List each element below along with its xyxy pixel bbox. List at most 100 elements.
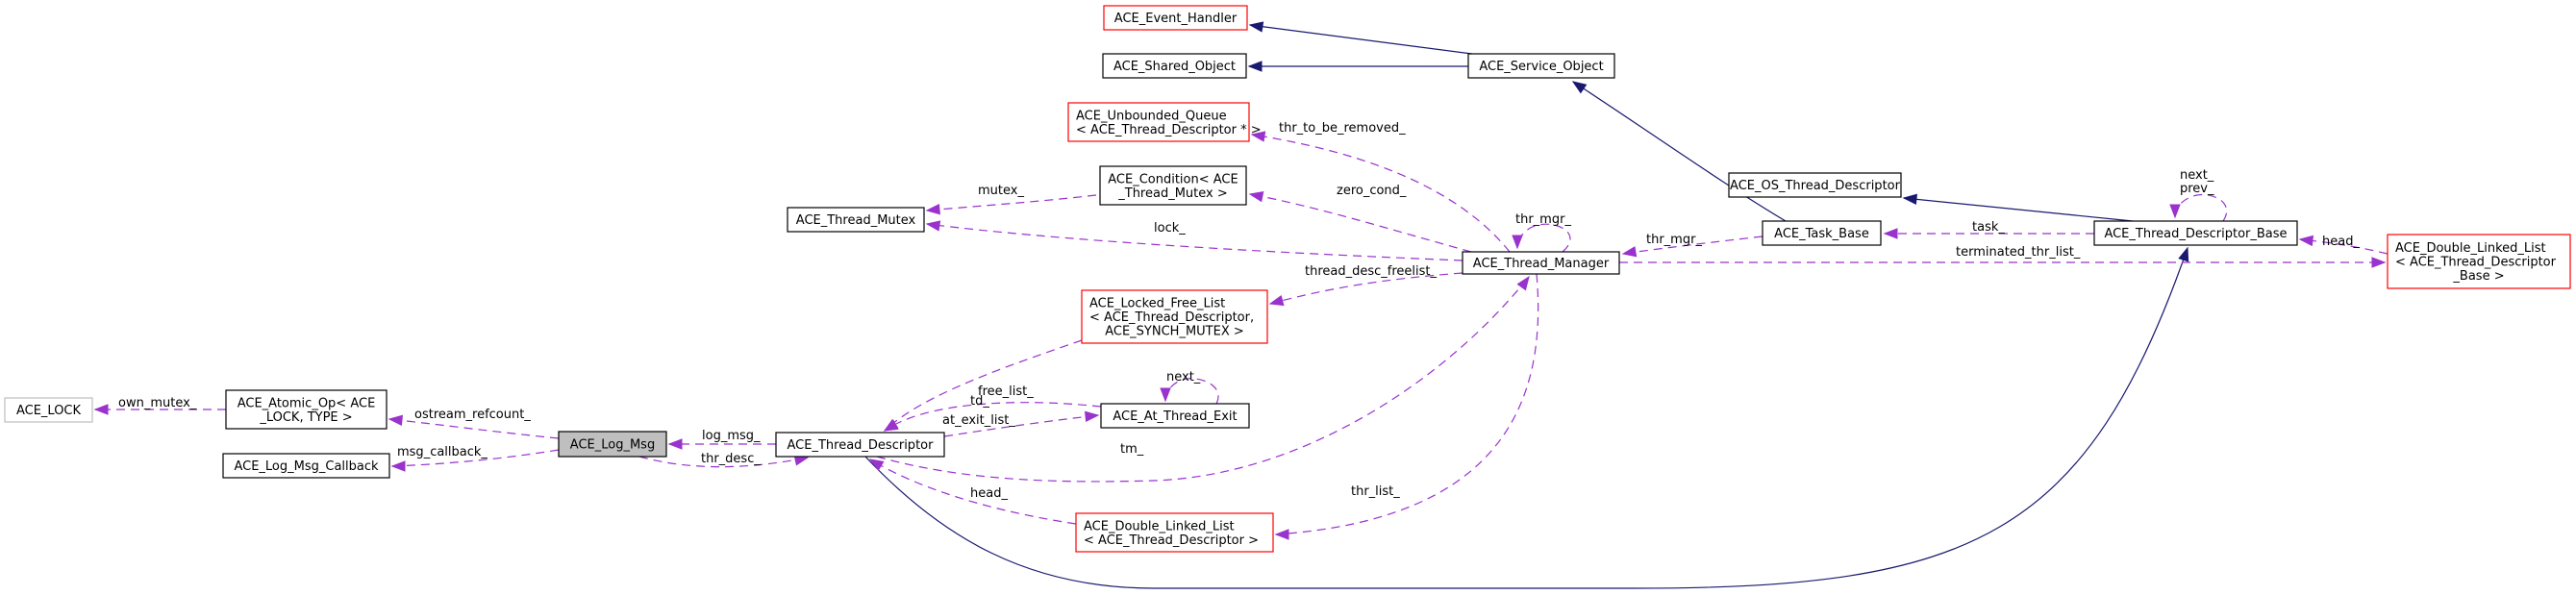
class-node-atomic-op[interactable]: ACE_Atomic_Op< ACE_LOCK, TYPE > <box>225 389 388 430</box>
member-line <box>391 449 560 467</box>
edge-label: own_mutex_ <box>118 396 197 410</box>
class-node-thread-manager[interactable]: ACE_Thread_Manager <box>1462 251 1620 275</box>
arrowhead-icon <box>1268 295 1285 307</box>
node-box <box>1102 53 1247 79</box>
node-label: < ACE_Thread_Descriptor, <box>1089 310 1254 325</box>
edge-thread_descriptor_base-to-thread_descriptor_base <box>2169 193 2228 222</box>
edge-label: next_ <box>2180 168 2214 183</box>
edge-label: td_ <box>970 394 989 409</box>
edge-labels-layer: thr_to_be_removed_mutex_zero_cond_lock_t… <box>118 121 2360 501</box>
class-node-condition[interactable]: ACE_Condition< ACE_Thread_Mutex > <box>1099 165 1247 206</box>
arrowhead-icon <box>2169 204 2181 219</box>
node-box <box>558 431 667 458</box>
arrowhead-icon <box>2178 246 2189 262</box>
edge-dll_td-to-thread_descriptor <box>868 459 1077 525</box>
edge-label: free_list_ <box>978 384 1034 399</box>
node-label: ACE_Unbounded_Queue <box>1076 109 1227 123</box>
class-node-event-handler[interactable]: ACE_Event_Handler <box>1103 5 1248 31</box>
edge-dll_tdb-to-thread_descriptor_base <box>2298 235 2388 255</box>
class-node-locked-free-list[interactable]: ACE_Locked_Free_List< ACE_Thread_Descrip… <box>1081 289 1268 344</box>
arrowhead-icon <box>868 459 885 471</box>
node-box <box>1100 403 1250 429</box>
node-box <box>787 207 925 233</box>
node-box <box>2093 220 2298 246</box>
edge-label: task_ <box>1972 220 2005 235</box>
arrowhead-icon <box>1571 81 1588 94</box>
class-node-thread-mutex[interactable]: ACE_Thread_Mutex <box>787 207 925 233</box>
edge-label: thr_to_be_removed_ <box>1279 121 1406 136</box>
edge-label: mutex_ <box>978 184 1024 198</box>
edge-label: zero_cond_ <box>1337 184 1407 198</box>
edge-thread_descriptor_base-to-os_thread_descriptor <box>1902 193 2134 222</box>
edge-label: thr_list_ <box>1351 484 1400 499</box>
member-line <box>1269 272 1463 305</box>
node-label: ACE_Locked_Free_List <box>1089 297 1225 311</box>
class-node-dll-td[interactable]: ACE_Double_Linked_List< ACE_Thread_Descr… <box>1075 512 1274 553</box>
node-box <box>1081 289 1268 344</box>
class-node-log-msg[interactable]: ACE_Log_Msg <box>558 431 667 458</box>
member-line <box>869 459 1077 525</box>
member-line <box>388 418 560 439</box>
node-label: ACE_Log_Msg_Callback <box>234 459 379 474</box>
class-node-unbounded-queue[interactable]: ACE_Unbounded_Queue< ACE_Thread_Descript… <box>1067 102 1262 142</box>
class-node-thread-descriptor-base[interactable]: ACE_Thread_Descriptor_Base <box>2093 220 2298 246</box>
node-label: ACE_Condition< ACE <box>1108 172 1238 186</box>
node-box <box>1075 512 1274 553</box>
edge-service_object-to-shared_object <box>1247 61 1468 72</box>
edges-layer <box>93 21 2388 589</box>
edge-thread_descriptor-to-thread_manager <box>876 275 1530 483</box>
node-label: _Base > <box>2452 269 2504 284</box>
node-box <box>1467 53 1615 79</box>
edge-atomic_op-to-ace_lock <box>93 404 226 415</box>
arrowhead-icon <box>1902 193 1918 206</box>
edge-thread_descriptor-to-thread_descriptor_base <box>864 246 2189 589</box>
class-node-dll-tdb[interactable]: ACE_Double_Linked_List< ACE_Thread_Descr… <box>2387 234 2571 289</box>
class-node-shared-object[interactable]: ACE_Shared_Object <box>1102 53 1247 79</box>
edge-label: head_ <box>970 486 1008 501</box>
arrowhead-icon <box>1248 21 1264 33</box>
inheritance-line <box>864 247 2188 589</box>
class-node-log-msg-callback[interactable]: ACE_Log_Msg_Callback <box>222 453 390 479</box>
node-label: ACE_LOCK <box>16 404 82 418</box>
edge-label: prev_ <box>2180 182 2214 196</box>
node-label: ACE_Double_Linked_List <box>1084 519 1235 533</box>
member-line <box>926 223 1463 261</box>
node-box <box>1103 5 1248 31</box>
arrowhead-icon <box>1247 61 1263 72</box>
arrowhead-icon <box>883 419 899 432</box>
member-line <box>884 339 1083 432</box>
node-box <box>4 397 93 423</box>
member-line <box>2174 193 2228 222</box>
arrowhead-icon <box>390 460 406 472</box>
class-node-task-base[interactable]: ACE_Task_Base <box>1762 220 1882 246</box>
class-node-at-thread-exit[interactable]: ACE_At_Thread_Exit <box>1100 403 1250 429</box>
node-box <box>1762 220 1882 246</box>
class-node-thread-descriptor[interactable]: ACE_Thread_Descriptor <box>775 432 945 458</box>
edge-service_object-to-event_handler <box>1248 21 1473 55</box>
arrowhead-icon <box>1160 387 1171 403</box>
edge-thread_manager-to-locked_free_list <box>1268 272 1463 307</box>
edge-label: head_ <box>2322 235 2360 249</box>
edge-task_base-to-service_object <box>1571 81 1787 222</box>
class-node-os-thread-descriptor[interactable]: ACE_OS_Thread_Descriptor <box>1728 172 1902 198</box>
arrowhead-icon <box>1883 228 1898 239</box>
inheritance-line <box>1903 197 2134 222</box>
arrowhead-icon <box>925 203 941 215</box>
edge-thread_descriptor-to-at_thread_exit <box>943 410 1100 437</box>
edge-log_msg-to-atomic_op <box>388 414 560 439</box>
class-node-ace-lock[interactable]: ACE_LOCK <box>4 397 93 423</box>
arrowhead-icon <box>1248 191 1264 203</box>
edge-label: next_ <box>1166 370 1201 384</box>
arrowhead-icon <box>388 414 404 427</box>
node-label: ACE_Thread_Descriptor <box>788 438 935 453</box>
edge-thread_manager-to-thread_manager <box>1512 223 1571 253</box>
arrowhead-icon <box>1274 529 1289 540</box>
node-label: ACE_Service_Object <box>1479 60 1603 74</box>
edge-label: at_exit_list_ <box>942 413 1015 428</box>
edge-thread_manager-to-condition <box>1248 191 1472 253</box>
node-label: < ACE_Thread_Descriptor * > <box>1076 123 1262 137</box>
arrowhead-icon <box>1084 410 1100 423</box>
class-node-service-object[interactable]: ACE_Service_Object <box>1467 53 1615 79</box>
node-label: ACE_Double_Linked_List <box>2395 241 2546 256</box>
